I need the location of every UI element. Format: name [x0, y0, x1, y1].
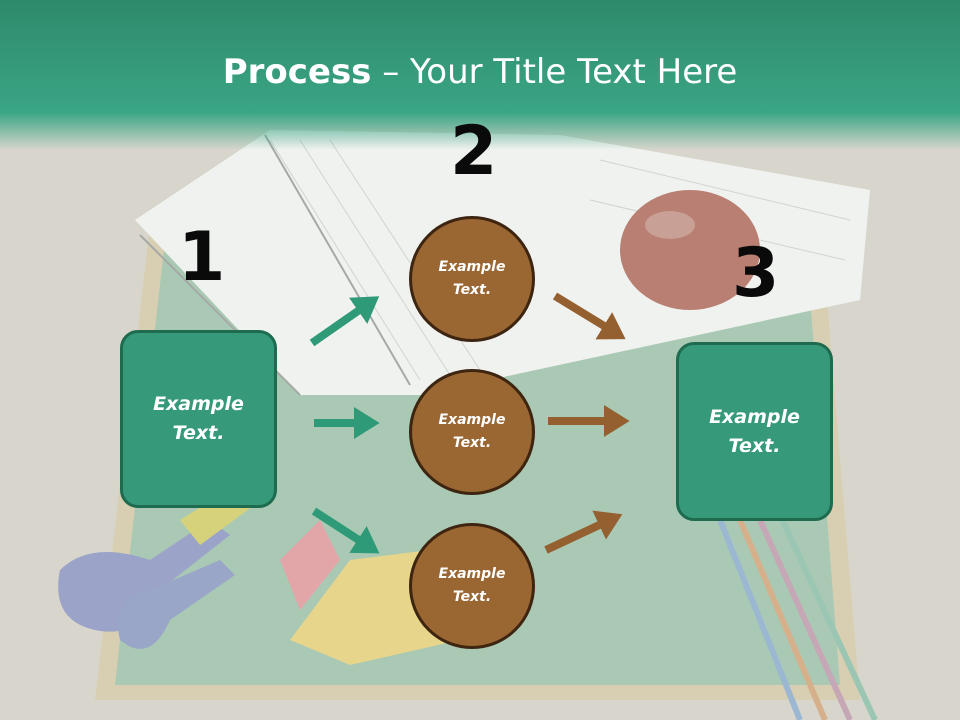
slide-title: Process – Your Title Text Here: [0, 52, 960, 92]
process-circle-3[interactable]: Example Text.: [409, 523, 535, 649]
step-1-text: Example Text.: [153, 393, 244, 444]
arrow-brown-up: [544, 510, 623, 554]
step-number-1: 1: [178, 218, 226, 297]
arrow-green-down: [311, 507, 380, 554]
process-circle-2[interactable]: Example Text.: [409, 369, 535, 495]
circle-1-text: Example Text.: [438, 259, 506, 298]
title-bold: Process: [222, 52, 372, 92]
title-bar: [0, 0, 960, 150]
title-rest: – Your Title Text Here: [371, 52, 738, 92]
step-1-box[interactable]: Example Text.: [120, 330, 277, 508]
step-3-text: Example Text.: [709, 405, 800, 457]
step-number-2: 2: [450, 112, 498, 191]
circle-3-text: Example Text.: [438, 566, 506, 605]
step-number-3: 3: [732, 234, 780, 313]
process-circle-1[interactable]: Example Text.: [409, 216, 535, 342]
arrow-green-up: [309, 296, 380, 347]
circle-2-text: Example Text.: [438, 412, 506, 451]
step-3-box[interactable]: Example Text.: [676, 342, 833, 521]
arrow-brown-down: [552, 292, 626, 340]
